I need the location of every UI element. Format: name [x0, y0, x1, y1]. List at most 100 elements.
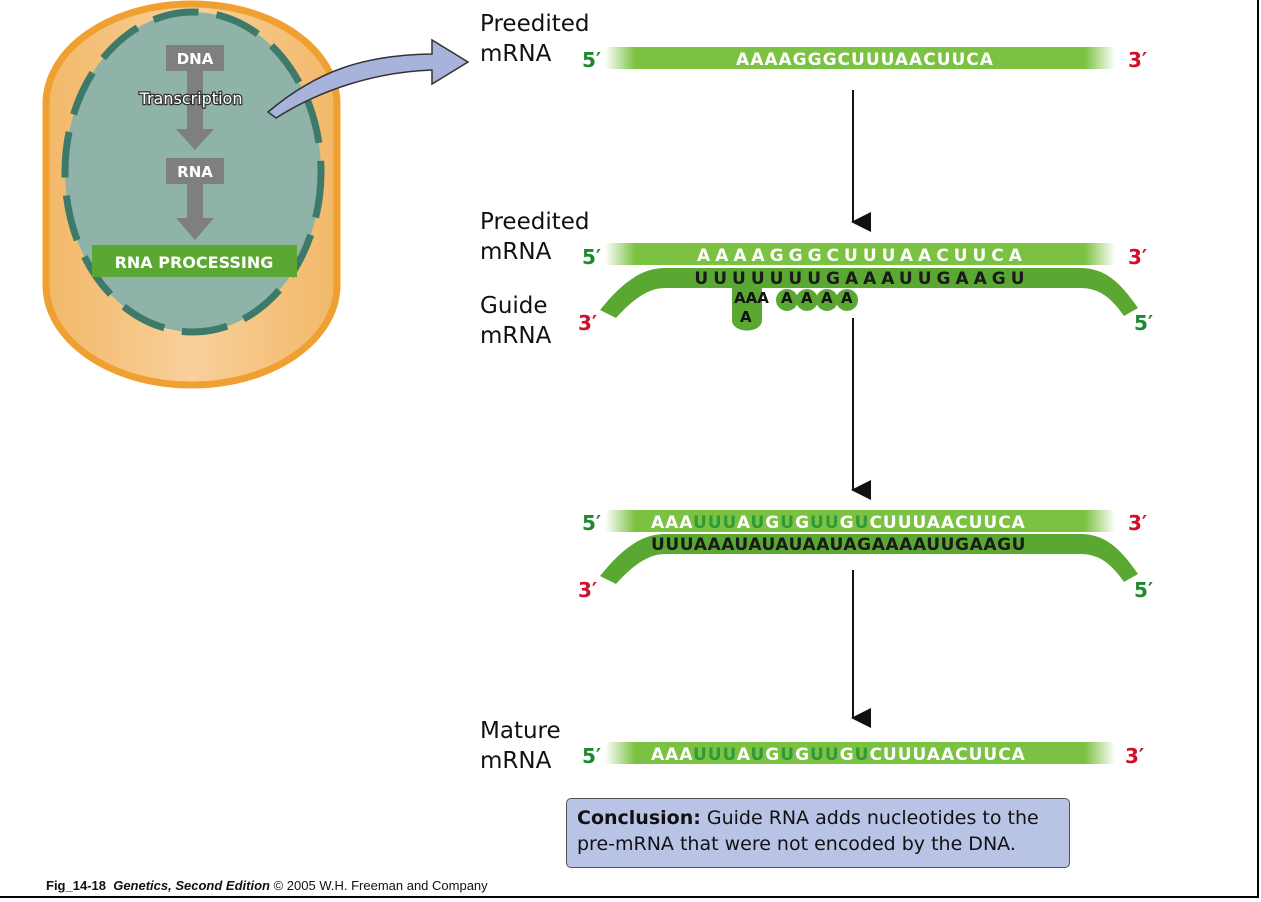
step2-top-strand	[635, 243, 1085, 265]
step3-guide-three-prime: 3′	[578, 578, 597, 602]
step3-top-strand-fade-right	[1085, 510, 1115, 532]
step3-top-three-prime: 3′	[1128, 511, 1147, 535]
step1-strand	[635, 47, 1085, 69]
step3-seq-bases: G	[765, 513, 780, 533]
step3-seq-bases: C	[869, 513, 882, 533]
step2-loop-3	[816, 289, 838, 311]
step2-loop-extra: A	[740, 308, 752, 326]
step1-preedited: Preedited mRNA 5′ AAAAGGGCUUUAACUUCA 3′	[480, 11, 1147, 72]
step4-seq-bases: G	[840, 745, 855, 765]
step1-label-line2: mRNA	[480, 41, 552, 67]
step2-pre-label-line1: Preedited	[480, 209, 589, 235]
step3-seq-bases: G	[840, 513, 855, 533]
step2-guide-label-line1: Guide	[480, 293, 548, 319]
conclusion-line2: pre-mRNA that were not encoded by the DN…	[577, 833, 1016, 855]
step2-loop-4	[836, 289, 858, 311]
step3-seq-bases: UUUAACUUCA	[883, 513, 1026, 533]
step3-edited-duplex: 5′ AAAUUUAUGUGUUGUCUUUAACUUCA 3′ UUUAAAU…	[578, 510, 1153, 602]
step4-seq-bases: UUUAACUUCA	[883, 745, 1026, 765]
step3-seq-inserted-bases: U	[855, 513, 870, 533]
step2-guide-five-prime: 5′	[1134, 311, 1153, 335]
step2-top-five-prime: 5′	[582, 245, 601, 269]
step2-guide-strand	[600, 268, 1138, 318]
step3-edited-sequence: AAAUUUAUGUGUUGUCUUUAACUUCA	[651, 513, 1026, 533]
step4-seq-inserted-bases: U	[750, 745, 765, 765]
step4-edited-sequence: AAAUUUAUGUGUUGUCUUUAACUUCA	[651, 745, 1026, 765]
transcription-label: Transcription	[139, 89, 243, 108]
dna-label: DNA	[177, 50, 214, 68]
step2-guide-sequence: UUUUUUUGAAAUUGAAGU	[694, 269, 1029, 289]
step4-label-line2: mRNA	[480, 748, 552, 774]
step2-top-three-prime: 3′	[1128, 245, 1147, 269]
rna-label: RNA	[177, 163, 213, 181]
step2-loop-bases-1: A	[781, 289, 793, 307]
step3-top-five-prime: 5′	[582, 511, 601, 535]
step2-loop-bases-2: A	[801, 289, 813, 307]
step2-pre-label-line2: mRNA	[480, 239, 552, 265]
step4-seq-bases: A	[737, 745, 751, 765]
conclusion-bold: Conclusion:	[577, 807, 701, 829]
step1-three-prime: 3′	[1128, 48, 1147, 72]
step3-seq-inserted-bases: UUU	[693, 513, 737, 533]
step3-seq-inserted-bases: UU	[810, 513, 840, 533]
conclusion-box: Conclusion: Guide RNA adds nucleotides t…	[566, 798, 1070, 868]
processing-arrow-head	[176, 218, 214, 240]
rna-processing-box	[92, 245, 297, 277]
step4-strand-fade-left	[605, 742, 635, 764]
step1-sequence: AAAAGGGCUUUAACUUCA	[736, 50, 994, 70]
step4-three-prime: 3′	[1125, 744, 1144, 768]
cell-illustration: DNA Transcription RNA RNA PROCESSING	[42, 0, 341, 389]
transcription-arrow-head	[176, 129, 214, 150]
step4-seq-inserted-bases: UU	[810, 745, 840, 765]
step1-label-line1: Preedited	[480, 11, 589, 37]
step4-seq-bases: G	[765, 745, 780, 765]
step2-loop-1	[776, 289, 798, 311]
step1-five-prime: 5′	[582, 48, 601, 72]
step2-loop-bases-3: A	[821, 289, 833, 307]
step2-loop-group: AAA A A A A A	[732, 288, 858, 331]
processing-arrow-shaft	[187, 184, 203, 220]
step3-seq-bases: G	[795, 513, 810, 533]
step1-strand-fade-right	[1085, 47, 1115, 69]
conclusion-line1: Guide RNA adds nucleotides to the	[700, 807, 1039, 829]
step4-seq-bases: C	[869, 745, 882, 765]
figure-caption: Fig_14-18 Genetics, Second Edition © 200…	[46, 878, 488, 893]
step1-strand-fade-left	[605, 47, 635, 69]
step4-five-prime: 5′	[582, 744, 601, 768]
caption-fig: Fig_14-18	[46, 878, 106, 893]
step3-seq-inserted-bases: U	[750, 513, 765, 533]
step4-seq-inserted-bases: U	[780, 745, 795, 765]
step4-seq-inserted-bases: UUU	[693, 745, 737, 765]
step3-top-strand-fade-left	[605, 510, 635, 532]
step4-seq-inserted-bases: U	[855, 745, 870, 765]
step3-seq-inserted-bases: U	[780, 513, 795, 533]
zoom-arrow	[266, 38, 470, 119]
step4-strand	[635, 742, 1085, 764]
step3-seq-bases: A	[737, 513, 751, 533]
step2-loop-bases-4: A	[841, 289, 853, 307]
step2-guide-three-prime: 3′	[578, 311, 597, 335]
transcription-arrow-shaft	[187, 71, 203, 131]
step4-strand-fade-right	[1085, 742, 1115, 764]
step3-guide-sequence: UUUAAAUAUAUAAUAGAAAAUUGAAGU	[651, 535, 1026, 555]
step2-guide-label-line2: mRNA	[480, 323, 552, 349]
caption-book: Genetics, Second Edition	[113, 878, 270, 893]
step4-seq-bases: AAA	[651, 745, 693, 765]
rna-box	[166, 158, 224, 184]
step2-loop-bases-0: AAA	[734, 289, 769, 307]
step2-loop-big	[732, 288, 762, 331]
step2-guide-binding: Preedited mRNA Guide mRNA 5′ AAAAGGGCUUU…	[480, 209, 1153, 349]
caption-rest: © 2005 W.H. Freeman and Company	[273, 878, 488, 893]
step3-top-strand	[635, 510, 1085, 532]
step3-guide-five-prime: 5′	[1134, 578, 1153, 602]
step4-label-line1: Mature	[480, 718, 561, 744]
rna-processing-label: RNA PROCESSING	[115, 253, 274, 272]
step2-top-strand-fade-right	[1085, 243, 1115, 265]
step3-guide-strand	[600, 534, 1138, 584]
step2-loop-2	[796, 289, 818, 311]
step4-mature: Mature mRNA 5′ AAAUUUAUGUGUUGUCUUUAACUUC…	[480, 718, 1144, 774]
step3-seq-bases: AAA	[651, 513, 693, 533]
step2-top-sequence: AAAAGGGCUUUAACUUCA	[697, 246, 1027, 266]
